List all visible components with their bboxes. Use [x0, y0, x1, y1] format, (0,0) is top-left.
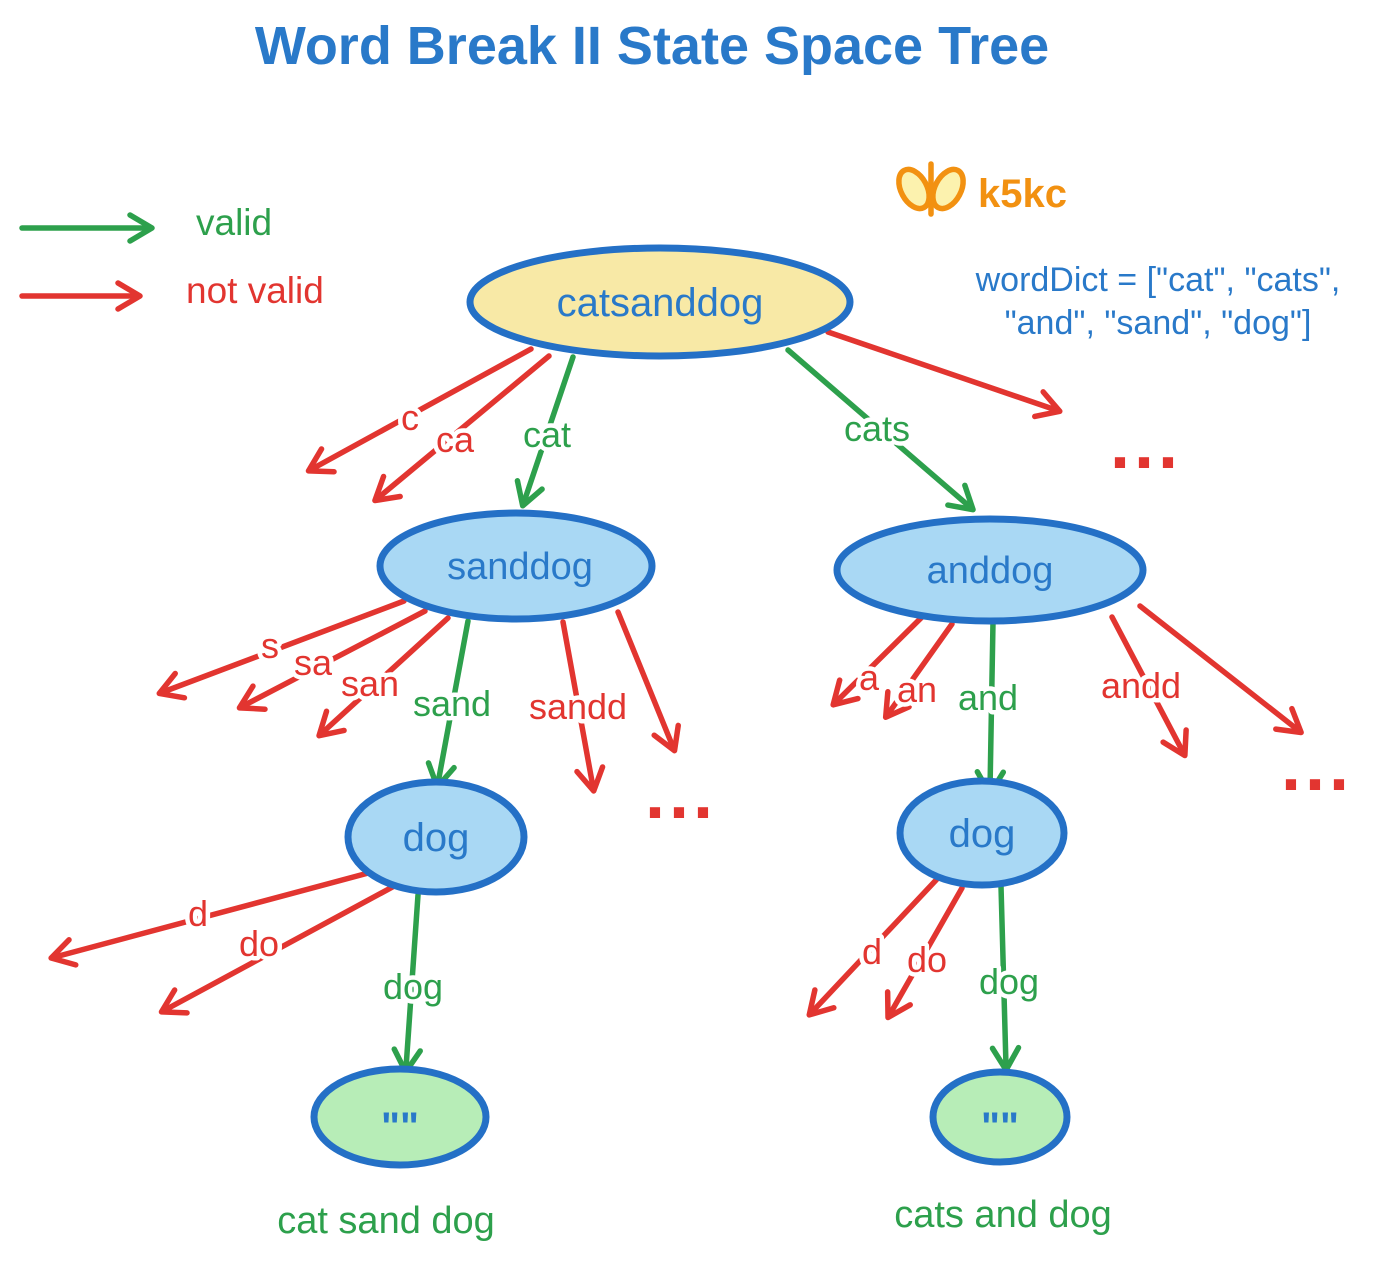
edge-cats	[785, 347, 976, 513]
worddict-annotation: wordDict = ["cat", "cats", "and", "sand"…	[975, 261, 1341, 342]
edge-s	[156, 598, 407, 701]
edge-d-right	[806, 875, 941, 1018]
result-right: cats and dog	[894, 1194, 1112, 1236]
edge-label-c: c	[401, 397, 419, 438]
node-empty-right-ellipse	[929, 1068, 1071, 1166]
node-catsanddog: catsanddog	[466, 244, 854, 360]
edge-a	[830, 614, 925, 708]
legend-valid-label: valid	[196, 202, 272, 243]
edge-do-left	[158, 881, 401, 1016]
worddict-line2: "and", "sand", "dog"]	[1005, 304, 1312, 342]
butterfly-right-wing	[930, 166, 966, 212]
node-dog-right-ellipse	[896, 777, 1068, 889]
edge-c	[305, 346, 534, 475]
node-anddog-ellipse	[833, 515, 1147, 625]
edge-label-sandd: sandd	[529, 686, 627, 727]
k5kc-logo: k5kc	[896, 161, 1067, 217]
edge-label-ca: ca	[436, 419, 475, 460]
edge-label-d-right: d	[862, 931, 882, 972]
edge-and	[974, 619, 1007, 797]
node-anddog: anddog	[833, 515, 1147, 625]
node-catsanddog-ellipse	[466, 244, 854, 360]
edge-label-do-left: do	[239, 923, 279, 964]
node-empty-right-label: ""	[981, 1105, 1019, 1149]
edge-dog-right	[989, 883, 1022, 1073]
node-anddog-label: anddog	[927, 550, 1054, 592]
edge-andd	[1109, 614, 1189, 759]
edge-label-d-left: d	[188, 893, 208, 934]
node-empty-left-label: ""	[381, 1105, 419, 1149]
edge-root-right-invalid	[825, 329, 1063, 420]
edge-label-sa: sa	[294, 642, 333, 683]
edge-label-cat: cat	[523, 414, 571, 455]
node-dog-left-ellipse	[344, 778, 528, 896]
page-title: Word Break II State Space Tree	[255, 16, 1049, 76]
node-dog-right-label: dog	[949, 812, 1016, 856]
edge-sanddog-right-invalid	[615, 609, 681, 754]
logo-text: k5kc	[978, 172, 1067, 216]
ellipsis-top-right: ...	[1110, 404, 1182, 484]
node-dog-left: dog	[344, 778, 528, 896]
node-empty-left-ellipse	[310, 1065, 490, 1169]
edge-label-san: san	[341, 663, 399, 704]
node-dog-right: dog	[896, 777, 1068, 889]
ellipsis-mid-right: ...	[1281, 726, 1353, 806]
edge-cat	[514, 354, 576, 509]
edge-label-an: an	[897, 669, 937, 710]
edge-label-and: and	[958, 677, 1018, 718]
edge-an	[882, 621, 955, 721]
node-sanddog-ellipse	[376, 509, 656, 623]
edge-sa	[236, 608, 428, 712]
edge-label-sand: sand	[413, 683, 491, 724]
edge-do-right	[884, 885, 965, 1021]
node-empty-left: ""	[310, 1065, 490, 1169]
edge-label-dog-right: dog	[979, 961, 1039, 1002]
edge-anddog-right-invalid	[1137, 603, 1304, 736]
edge-label-cats: cats	[844, 408, 910, 449]
legend: valid not valid	[19, 202, 324, 312]
edge-d-left	[48, 869, 375, 968]
node-sanddog-label: sanddog	[447, 546, 593, 588]
butterfly-icon	[896, 161, 966, 217]
edge-ca	[372, 353, 552, 504]
edge-sandd	[560, 619, 606, 794]
edge-label-andd: andd	[1101, 665, 1181, 706]
legend-not-valid-label: not valid	[186, 270, 324, 311]
ellipsis-mid-left: ...	[645, 754, 717, 834]
result-left: cat sand dog	[277, 1200, 495, 1242]
edge-label-do-right: do	[907, 939, 947, 980]
edge-label-s: s	[261, 625, 279, 666]
node-empty-right: ""	[929, 1068, 1071, 1166]
edge-san	[316, 615, 451, 739]
edge-sand	[425, 618, 471, 790]
edge-dog-left	[391, 892, 423, 1075]
node-dog-left-label: dog	[403, 816, 470, 860]
edge-label-a: a	[859, 657, 880, 698]
node-catsanddog-label: catsanddog	[557, 281, 764, 325]
butterfly-left-wing	[896, 166, 932, 212]
worddict-line1: wordDict = ["cat", "cats",	[975, 261, 1341, 299]
node-sanddog: sanddog	[376, 509, 656, 623]
edge-label-dog-left: dog	[383, 966, 443, 1007]
